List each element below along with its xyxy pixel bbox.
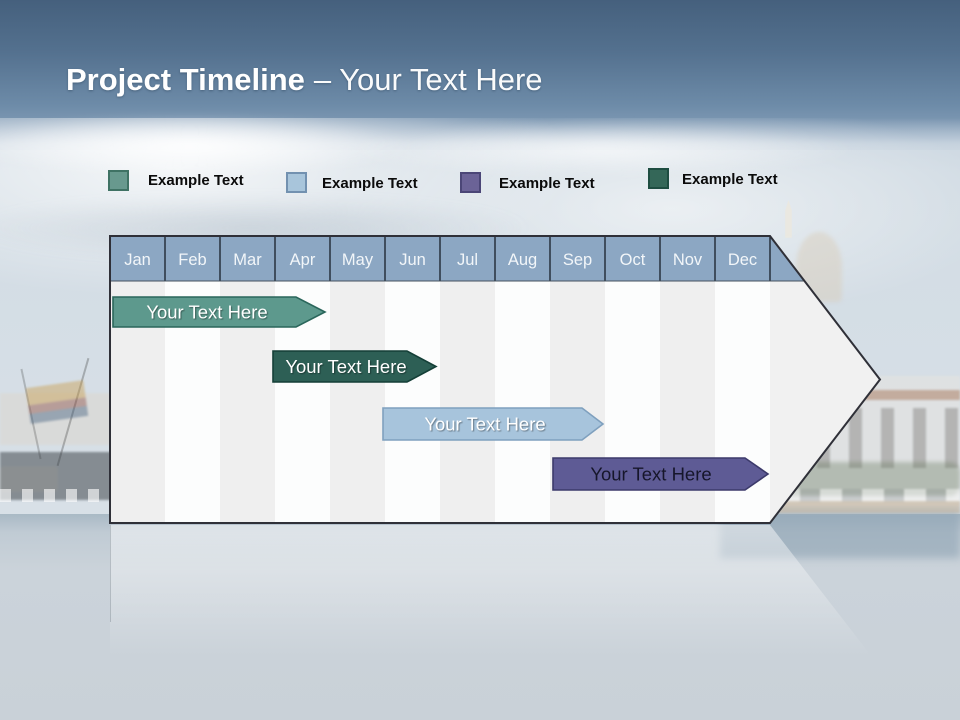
month-label-jun: Jun	[399, 251, 426, 269]
month-label-jan: Jan	[124, 251, 151, 269]
title-primary: Project Timeline	[66, 62, 305, 97]
month-label-apr: Apr	[290, 251, 316, 269]
month-label-jul: Jul	[457, 251, 478, 269]
legend-swatch	[286, 172, 307, 193]
task-label-2: Your Text Here	[285, 356, 406, 377]
month-label-mar: Mar	[233, 251, 262, 269]
legend-label: Example Text	[322, 175, 418, 192]
task-arrow-1	[112, 296, 327, 328]
legend-label: Example Text	[148, 172, 244, 189]
legend-label: Example Text	[682, 171, 778, 188]
month-label-dec: Dec	[728, 251, 757, 269]
task-label-1: Your Text Here	[146, 302, 267, 323]
month-label-aug: Aug	[508, 251, 537, 269]
page-title: Project Timeline– Your Text Here	[66, 60, 926, 100]
month-label-sep: Sep	[563, 251, 592, 269]
timeline-outline	[109, 235, 882, 524]
title-secondary: – Your Text Here	[313, 62, 543, 97]
quay-wall	[764, 501, 960, 513]
month-label-nov: Nov	[673, 251, 703, 269]
timeline-arrowhead	[770, 281, 880, 523]
column-stripe	[440, 281, 495, 523]
month-separators	[164, 236, 771, 281]
task-arrow-4	[552, 457, 770, 491]
church-steeple-silhouette	[785, 200, 792, 238]
building-silhouette	[0, 393, 112, 445]
cars-silhouette	[778, 489, 960, 502]
month-label-oct: Oct	[620, 251, 646, 269]
task-label-4: Your Text Here	[590, 464, 711, 485]
legend-swatch	[460, 172, 481, 193]
legend-swatch	[108, 170, 129, 191]
task-arrow-2	[272, 350, 438, 383]
legend-swatch	[648, 168, 669, 189]
month-label-may: May	[342, 251, 374, 269]
timeline-reflection	[110, 525, 872, 657]
cloud-shape	[340, 124, 860, 176]
ship-hull-ports	[0, 489, 118, 502]
task-arrow-3	[382, 407, 605, 441]
month-label-feb: Feb	[178, 251, 206, 269]
column-stripe	[330, 281, 385, 523]
legend-label: Example Text	[499, 175, 595, 192]
task-label-3: Your Text Here	[424, 414, 545, 435]
